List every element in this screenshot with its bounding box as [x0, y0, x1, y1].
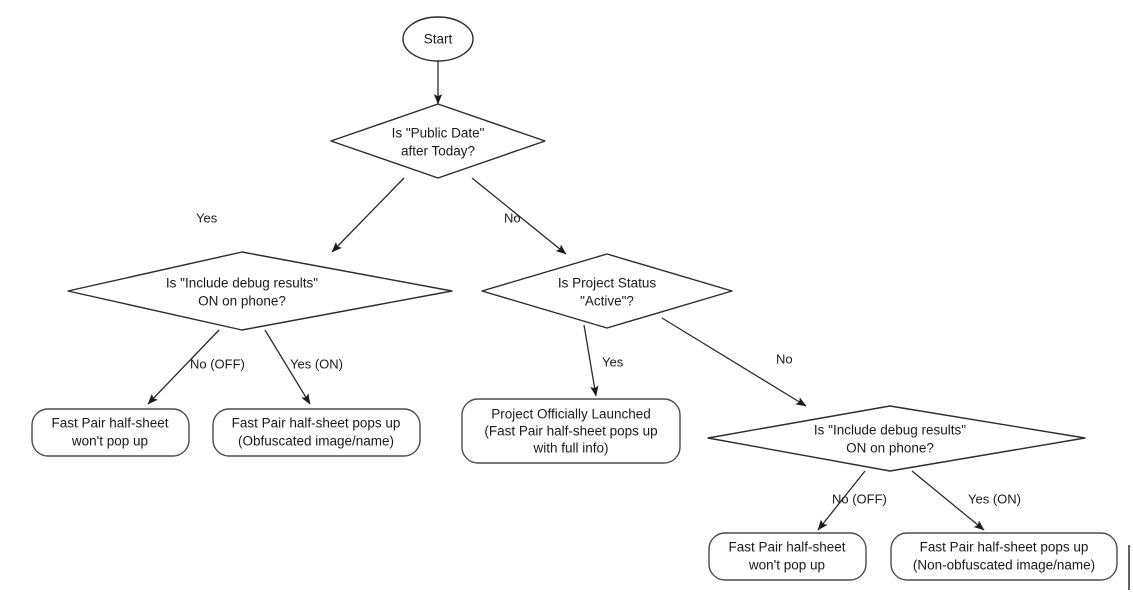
node-decision-public-date[interactable]: Is "Public Date" after Today?	[330, 103, 546, 179]
node-outcome-right-off-line2: won't pop up	[748, 558, 825, 573]
edge-debug-left-off: No (OFF)	[147, 329, 245, 405]
node-decision-project-status-line2: "Active"?	[580, 294, 634, 309]
node-decision-public-date-line1: Is "Public Date"	[392, 126, 485, 141]
node-start-label: Start	[424, 32, 453, 47]
node-decision-debug-left-line1: Is "Include debug results"	[166, 276, 318, 291]
node-outcome-left-off-line1: Fast Pair half-sheet	[51, 416, 168, 431]
edge-project-status-no: No	[661, 317, 807, 407]
edge-debug-left-on: Yes (ON)	[264, 329, 343, 405]
node-outcome-right-on-line2: (Non-obfuscated image/name)	[913, 558, 1095, 573]
node-decision-public-date-line2: after Today?	[401, 144, 475, 159]
edge-label-debug-left-on: Yes (ON)	[290, 356, 343, 371]
edge-public-date-yes: Yes	[196, 177, 405, 253]
node-decision-project-status[interactable]: Is Project Status "Active"?	[481, 253, 733, 329]
edge-label-public-date-no: No	[504, 210, 521, 225]
node-outcome-left-on-line2: (Obfuscated image/name)	[238, 434, 394, 449]
node-outcome-launched-line1: Project Officially Launched	[491, 407, 651, 422]
node-outcome-launched-line3: with full info)	[532, 441, 608, 456]
edge-public-date-no: No	[471, 177, 567, 255]
edge-debug-right-on: Yes (ON)	[911, 470, 1021, 531]
node-outcome-right-off[interactable]: Fast Pair half-sheet won't pop up	[708, 532, 867, 581]
node-outcome-left-off[interactable]: Fast Pair half-sheet won't pop up	[31, 408, 190, 457]
edge-label-debug-right-on: Yes (ON)	[968, 491, 1021, 506]
node-outcome-right-on-line1: Fast Pair half-sheet pops up	[920, 540, 1089, 555]
node-decision-project-status-line1: Is Project Status	[558, 276, 657, 291]
node-start[interactable]: Start	[402, 16, 474, 62]
node-decision-debug-left[interactable]: Is "Include debug results" ON on phone?	[67, 251, 453, 331]
edge-label-debug-right-off: No (OFF)	[832, 491, 887, 506]
node-outcome-right-off-line1: Fast Pair half-sheet	[728, 540, 845, 555]
node-decision-debug-right-line2: ON on phone?	[846, 441, 934, 456]
edge-label-public-date-yes: Yes	[196, 210, 218, 225]
node-outcome-launched-line2: (Fast Pair half-sheet pops up	[484, 424, 657, 439]
edge-label-project-status-yes: Yes	[602, 354, 624, 369]
node-outcome-launched[interactable]: Project Officially Launched (Fast Pair h…	[461, 398, 681, 464]
node-outcome-left-off-line2: won't pop up	[71, 434, 148, 449]
node-outcome-left-on[interactable]: Fast Pair half-sheet pops up (Obfuscated…	[212, 408, 421, 457]
node-decision-debug-right-line1: Is "Include debug results"	[814, 423, 966, 438]
node-decision-debug-left-line2: ON on phone?	[198, 294, 286, 309]
edge-project-status-yes: Yes	[583, 324, 624, 397]
edge-debug-right-off: No (OFF)	[817, 470, 887, 531]
node-outcome-left-on-line1: Fast Pair half-sheet pops up	[232, 416, 401, 431]
edge-label-project-status-no: No	[776, 351, 793, 366]
node-outcome-right-on[interactable]: Fast Pair half-sheet pops up (Non-obfusc…	[890, 532, 1118, 581]
edge-label-debug-left-off: No (OFF)	[190, 356, 245, 371]
node-decision-debug-right[interactable]: Is "Include debug results" ON on phone?	[707, 405, 1086, 472]
